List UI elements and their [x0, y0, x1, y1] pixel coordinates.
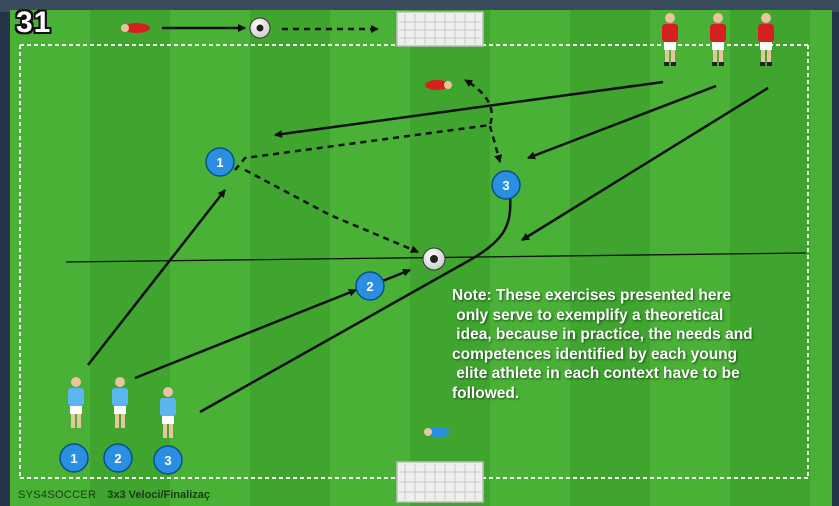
note-line: followed.: [452, 384, 520, 402]
attacker-player: [160, 387, 176, 438]
ball-icon: [422, 247, 446, 271]
attacker-player: [68, 377, 84, 428]
ball-icon: [249, 17, 271, 39]
svg-text:3: 3: [502, 178, 509, 193]
defender-player: [662, 13, 678, 66]
bottom-goal: [396, 461, 484, 503]
svg-text:3: 3: [164, 453, 171, 468]
movement-arrows: [87, 80, 769, 414]
attacker-start-token-2: 2: [103, 443, 133, 473]
attacker-start-token-3: 3: [153, 445, 183, 475]
attacker-token-1: 1: [205, 147, 235, 177]
defender-goalkeeper-red: [425, 80, 452, 90]
attacker-start-token-1: 1: [59, 443, 89, 473]
goalkeeper-red: [121, 23, 150, 33]
note-line: idea, because in practice, the needs and: [452, 326, 753, 343]
top-border: [0, 0, 839, 12]
svg-text:1: 1: [216, 155, 223, 170]
note-line: Note: These exercises presented here: [452, 287, 732, 304]
drill-title: 3x3 Veloci/Finalizaç: [107, 489, 210, 501]
note-line: competences identified by each young: [452, 345, 738, 363]
note-line: only serve to exemplify a theoretical: [452, 306, 724, 324]
svg-text:2: 2: [366, 279, 373, 294]
attacker-player: [112, 377, 128, 428]
footer-caption: SYS4SOCCER 3x3 Veloci/Finalizaç: [18, 489, 210, 501]
svg-text:2: 2: [114, 451, 121, 466]
brand-label: SYS4SOCCER: [18, 489, 97, 501]
note-text: Note: These exercises presented here onl…: [452, 286, 822, 403]
note-line: elite athlete in each context have to be: [452, 365, 740, 382]
goalkeeper-blue: [424, 427, 450, 437]
defender-player: [710, 13, 726, 66]
attacker-token-3: 3: [491, 170, 521, 200]
svg-text:1: 1: [70, 451, 77, 466]
attacker-token-2: 2: [355, 271, 385, 301]
dashed-run-arrows: [234, 78, 502, 254]
drill-number: 31: [16, 6, 52, 39]
top-goal: [396, 11, 484, 47]
defender-player: [758, 13, 774, 66]
